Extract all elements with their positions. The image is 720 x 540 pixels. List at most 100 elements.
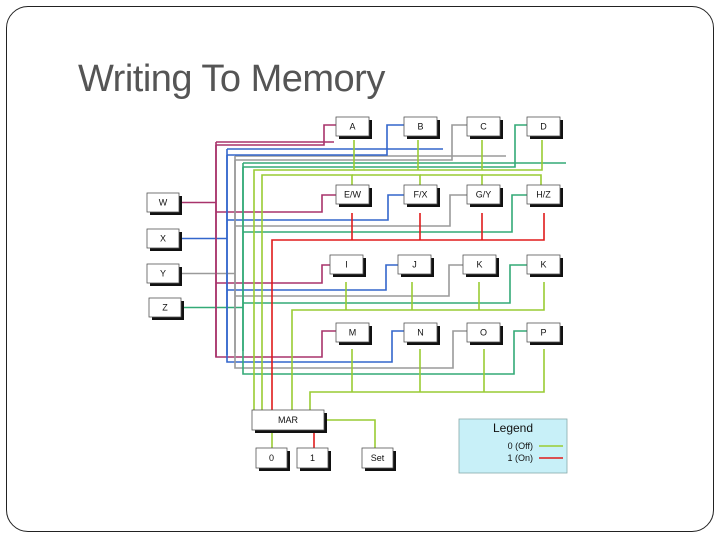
mar-to-set (324, 419, 376, 448)
memory-cell-1-1-label: F/X (413, 190, 427, 200)
memory-cell-2-0-body (329, 254, 364, 275)
bus-w-path-i (216, 264, 330, 284)
memory-cell-2-2: K (462, 254, 499, 277)
addr-line-select (271, 213, 545, 410)
legend-off-label: 0 (Off) (508, 441, 533, 451)
memory-cell-3-1-body (403, 322, 438, 343)
memory-cell-1-0-label: E/W (344, 190, 362, 200)
memory-cell-1-1: F/X (403, 184, 440, 207)
memory-cell-0-0-body (335, 116, 370, 137)
addr-line-h (482, 174, 542, 185)
memory-cell-1-2-body (466, 184, 501, 205)
legend-title: Legend (493, 421, 533, 435)
input-y-body (146, 263, 180, 284)
memory-cell-3-3: P (526, 322, 563, 345)
bus-y-path-k1 (235, 264, 463, 297)
bus-w-path-a (216, 124, 336, 146)
bus-w-path-e (216, 194, 336, 213)
addr-line-row3 (291, 282, 545, 410)
legend-on-label: 1 (On) (507, 453, 533, 463)
bus-y-path-g (235, 194, 467, 227)
slide-title: Writing To Memory (78, 58, 385, 100)
memory-cell-1-1-body (403, 184, 438, 205)
input-x-label: X (160, 234, 166, 244)
input-w: W (146, 192, 182, 215)
bus-z-path-d (243, 124, 527, 168)
wire-layer (179, 124, 566, 448)
memory-cell-0-3: D (526, 116, 563, 139)
memory-cell-0-2: C (466, 116, 503, 139)
input-y-label: Y (160, 269, 166, 279)
memory-cell-3-2: O (466, 322, 503, 345)
memory-cell-0-1-label: B (417, 122, 423, 132)
input-x-body (146, 228, 180, 249)
set-button[interactable]: Set (361, 447, 396, 471)
set-button-label: Set (371, 453, 385, 463)
memory-cell-0-0-label: A (349, 122, 355, 132)
input-z-label: Z (162, 303, 168, 313)
bit-button-0[interactable]: 0 (255, 447, 290, 471)
input-w-label: W (159, 198, 168, 208)
input-w-body (146, 192, 180, 213)
bit-button-1-body (296, 447, 329, 469)
memory-cell-1-3: H/Z (526, 184, 563, 207)
memory-cell-0-2-label: C (480, 122, 487, 132)
bus-z-path-h (243, 194, 527, 233)
memory-cell-0-0: A (335, 116, 372, 139)
memory-cell-3-2-body (466, 322, 501, 343)
memory-cell-0-3-label: D (540, 122, 547, 132)
memory-cell-3-3-body (526, 322, 561, 343)
box-layer: A B C D E/W F/X G/Y H/Z I J K K M N O P W X Y Z MAR 0 1 Set (146, 116, 563, 471)
memory-cell-2-2-label: K (476, 260, 482, 270)
memory-cell-1-0-body (335, 184, 370, 205)
memory-cell-3-1: N (403, 322, 440, 345)
bit-button-0-label: 0 (269, 453, 274, 463)
memory-cell-2-1: J (397, 254, 434, 277)
memory-cell-3-0-label: M (349, 328, 357, 338)
memory-cell-3-2-label: O (480, 328, 487, 338)
addr-line-g (420, 174, 483, 185)
bus-z-path-k2 (243, 264, 527, 304)
bus-z-path-p (242, 167, 527, 375)
bus-y-path-o (234, 160, 467, 369)
memory-cell-1-3-label: H/Z (536, 190, 551, 200)
input-z-body (148, 297, 182, 318)
memory-cell-0-3-body (526, 116, 561, 137)
addr-line-f (352, 174, 421, 185)
mar-register: MAR (251, 409, 327, 433)
memory-cell-1-3-body (526, 184, 561, 205)
addr-line-row1 (253, 140, 355, 410)
bit-button-0-body (255, 447, 288, 469)
bit-button-1-label: 1 (310, 453, 315, 463)
memory-cell-2-1-body (397, 254, 432, 275)
addr-line-row2 (261, 174, 353, 410)
memory-cell-3-3-label: P (540, 328, 546, 338)
input-y: Y (146, 263, 182, 286)
memory-cell-2-3-body (526, 254, 561, 275)
memory-cell-3-0-body (335, 322, 370, 343)
memory-cell-0-1-body (403, 116, 438, 137)
addr-line-row4 (309, 349, 545, 410)
addr-sel-d (354, 140, 543, 171)
memory-cell-0-2-body (466, 116, 501, 137)
bus-x-path-j (227, 264, 398, 291)
bit-button-1[interactable]: 1 (296, 447, 331, 471)
memory-cell-2-2-body (462, 254, 497, 275)
memory-cell-1-0: E/W (335, 184, 372, 207)
memory-cell-3-1-label: N (417, 328, 424, 338)
legend: Legend 0 (Off) 1 (On) (458, 418, 568, 474)
bus-x-path-b (227, 124, 404, 156)
bus-y-path-c (235, 124, 467, 161)
memory-cell-0-1: B (403, 116, 440, 139)
memory-cell-2-3: K (526, 254, 563, 277)
memory-cell-1-2-label: G/Y (476, 190, 492, 200)
memory-cell-2-1-label: J (412, 260, 417, 270)
memory-cell-2-0: I (329, 254, 366, 277)
set-button-body (361, 447, 394, 469)
input-x: X (146, 228, 182, 251)
memory-cell-2-3-label: K (540, 260, 546, 270)
mar-register-body (251, 409, 325, 431)
memory-cell-3-0: M (335, 322, 372, 345)
mar-register-label: MAR (278, 415, 299, 425)
